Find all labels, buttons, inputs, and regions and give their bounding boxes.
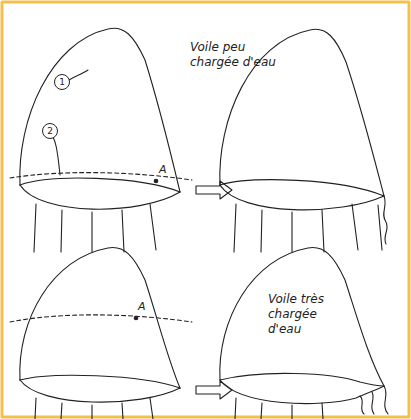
callout-number: 1 bbox=[59, 78, 65, 87]
transition-arrow bbox=[196, 381, 232, 399]
point-label: A bbox=[159, 163, 173, 177]
callout-number: 2 bbox=[47, 127, 53, 136]
point-label: A bbox=[138, 300, 152, 314]
wing-heavy-water bbox=[10, 248, 192, 419]
caption-text: Voile peu chargée d'eau bbox=[190, 40, 286, 70]
wing-heavy-water-after bbox=[220, 248, 388, 419]
callout-circle: 2 bbox=[42, 123, 58, 139]
wing-light-water bbox=[10, 28, 192, 252]
callout-circle: 1 bbox=[54, 74, 70, 90]
caption-text: Voile très chargée d'eau bbox=[268, 292, 334, 337]
